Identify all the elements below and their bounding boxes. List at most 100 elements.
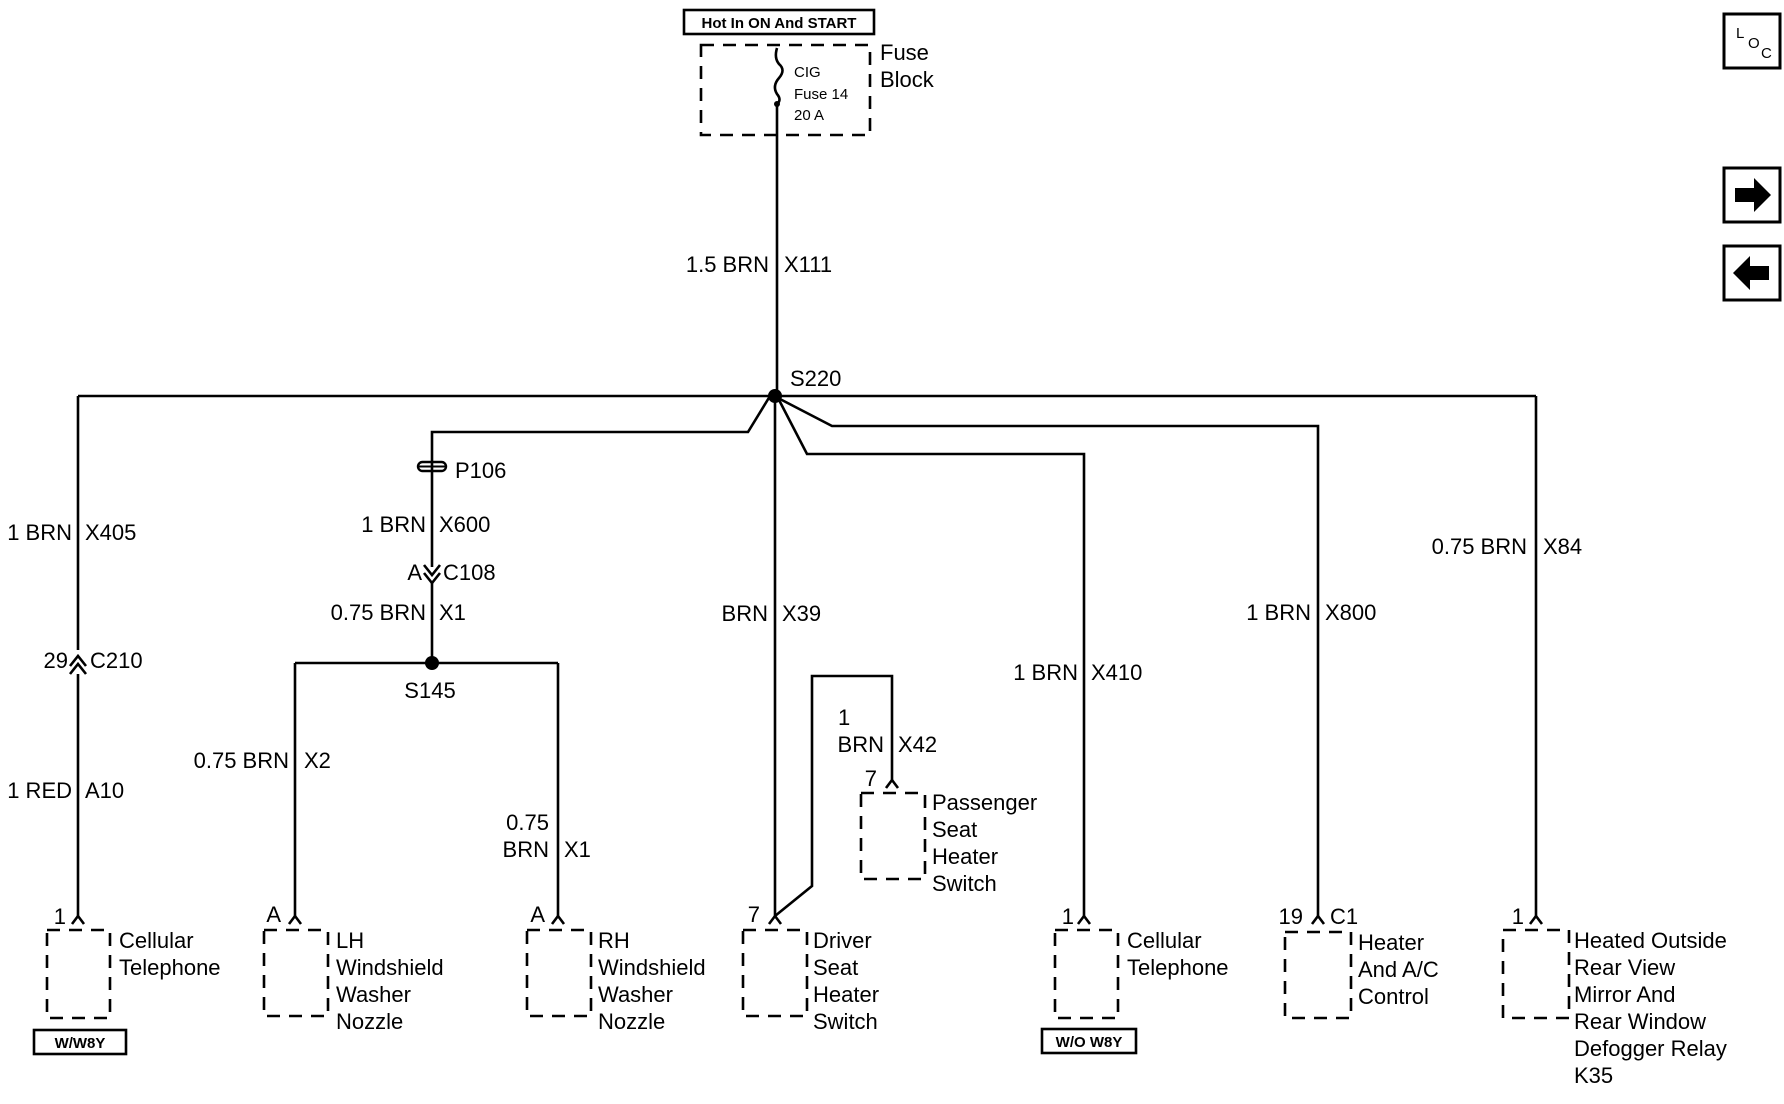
mirror-relay-label-6: K35 — [1574, 1063, 1613, 1088]
cell-left-label-2: Telephone — [119, 955, 221, 980]
wire-x2-circuit: X2 — [304, 748, 331, 773]
mirror-relay-label-1: Heated Outside — [1574, 928, 1727, 953]
lh-nozzle-label-1: LH — [336, 928, 364, 953]
mirror-relay-label-4: Rear Window — [1574, 1009, 1706, 1034]
connector-c210-pin: 29 — [44, 648, 68, 673]
passenger-seat-box — [859, 791, 927, 881]
wire-x405-size: 1 BRN — [7, 520, 72, 545]
heater-ac-pin: 19 — [1279, 904, 1303, 929]
cell-right-box — [1053, 928, 1120, 1020]
passenger-seat-label-3: Heater — [932, 844, 998, 869]
power-source-box — [682, 8, 876, 36]
fuse-block-label-1: Fuse — [880, 40, 929, 65]
driver-seat-label-4: Switch — [813, 1009, 878, 1034]
option-w-w8y-label: W/W8Y — [55, 1035, 106, 1052]
lh-nozzle-box — [262, 928, 330, 1018]
mirror-relay-label-3: Mirror And — [1574, 982, 1675, 1007]
pin-icon — [884, 777, 900, 789]
wire-x42 — [774, 674, 894, 918]
pin-icon — [550, 913, 566, 925]
wire-x600-circuit: X600 — [439, 512, 490, 537]
rh-nozzle-label-1: RH — [598, 928, 630, 953]
cell-left-pin: 1 — [54, 904, 66, 929]
wire-branch-p106 — [430, 395, 772, 450]
mirror-relay-label-2: Rear View — [1574, 955, 1675, 980]
loc-button[interactable]: L O C — [1722, 12, 1782, 70]
wire-x410-circuit: X410 — [1091, 660, 1142, 685]
passenger-seat-pin: 7 — [865, 766, 877, 791]
back-button[interactable] — [1722, 244, 1782, 302]
rh-nozzle-label-4: Nozzle — [598, 1009, 665, 1034]
splice-s220-label: S220 — [790, 366, 841, 391]
loc-letter-o: O — [1748, 35, 1760, 52]
rh-nozzle-box — [525, 928, 593, 1018]
forward-button[interactable] — [1722, 166, 1782, 224]
rh-nozzle-pin: A — [530, 902, 545, 927]
wire-a10-size: 1 RED — [7, 778, 72, 803]
wire-x800-size: 1 BRN — [1246, 600, 1311, 625]
pin-icon — [1310, 913, 1326, 925]
wire-x2-size: 0.75 BRN — [194, 748, 289, 773]
driver-seat-label-3: Heater — [813, 982, 879, 1007]
rh-nozzle-label-3: Washer — [598, 982, 673, 1007]
driver-seat-label-1: Driver — [813, 928, 872, 953]
fuse-name: CIG — [794, 64, 821, 81]
cell-right-pin: 1 — [1062, 904, 1074, 929]
wire-x800-circuit: X800 — [1325, 600, 1376, 625]
cell-right-label-1: Cellular — [1127, 928, 1202, 953]
fuse-icon — [773, 47, 784, 107]
wire-x600-size: 1 BRN — [361, 512, 426, 537]
wire-x111-circuit: X111 — [784, 252, 832, 277]
option-wo-w8y-label: W/O W8Y — [1056, 1034, 1123, 1051]
driver-seat-label-2: Seat — [813, 955, 858, 980]
heater-ac-label-2: And A/C — [1358, 957, 1439, 982]
lh-nozzle-label-2: Windshield — [336, 955, 444, 980]
wire-x1-rh-color: BRN — [503, 837, 549, 862]
wire-x39-circuit: X39 — [782, 601, 821, 626]
fuse-block-label-2: Block — [880, 67, 935, 92]
arrow-right-icon — [1735, 178, 1771, 212]
cell-left-box — [45, 928, 112, 1020]
connector-p106-label: P106 — [455, 458, 506, 483]
wire-x84-circuit: X84 — [1543, 534, 1582, 559]
cell-left-label-1: Cellular — [119, 928, 194, 953]
pin-icon — [1528, 913, 1544, 925]
wire-x84-size: 0.75 BRN — [1432, 534, 1527, 559]
mirror-relay-pin: 1 — [1512, 904, 1524, 929]
connector-c108-pin: A — [407, 560, 422, 585]
connector-c210-label: C210 — [90, 648, 143, 673]
driver-seat-box — [741, 928, 809, 1018]
wire-x410 — [776, 397, 1086, 918]
connector-c210-icon — [68, 653, 88, 675]
wire-x1-size: 0.75 BRN — [331, 600, 426, 625]
heater-ac-box — [1283, 930, 1353, 1020]
pin-icon — [70, 913, 86, 925]
lh-nozzle-label-3: Washer — [336, 982, 411, 1007]
lh-nozzle-pin: A — [266, 902, 281, 927]
heater-ac-label-1: Heater — [1358, 930, 1424, 955]
wire-x410-size: 1 BRN — [1013, 660, 1078, 685]
arrow-left-icon — [1733, 256, 1769, 290]
pin-icon — [287, 913, 303, 925]
rh-nozzle-label-2: Windshield — [598, 955, 706, 980]
splice-s145-label: S145 — [404, 678, 455, 703]
wire-x800 — [777, 396, 1320, 918]
connector-c108-icon — [422, 564, 442, 586]
fuse-block-box — [699, 43, 872, 137]
pin-icon — [767, 913, 783, 925]
pin-icon — [1076, 913, 1092, 925]
option-wo-w8y-box — [1040, 1027, 1138, 1055]
wire-x39-color: BRN — [722, 601, 768, 626]
wire-x1-circuit: X1 — [439, 600, 466, 625]
mirror-relay-label-5: Defogger Relay — [1574, 1036, 1727, 1061]
wire-x1-rh-circuit: X1 — [564, 837, 591, 862]
wire-x42-size: 1 — [838, 705, 850, 730]
loc-letter-c: C — [1761, 45, 1772, 62]
fuse-number: Fuse 14 — [794, 86, 848, 103]
heater-ac-connector: C1 — [1330, 904, 1358, 929]
wire-x405-circuit: X405 — [85, 520, 136, 545]
heater-ac-label-3: Control — [1358, 984, 1429, 1009]
mirror-relay-box — [1501, 928, 1571, 1020]
fuse-rating: 20 A — [794, 107, 824, 124]
wire-x42-circuit: X42 — [898, 732, 937, 757]
